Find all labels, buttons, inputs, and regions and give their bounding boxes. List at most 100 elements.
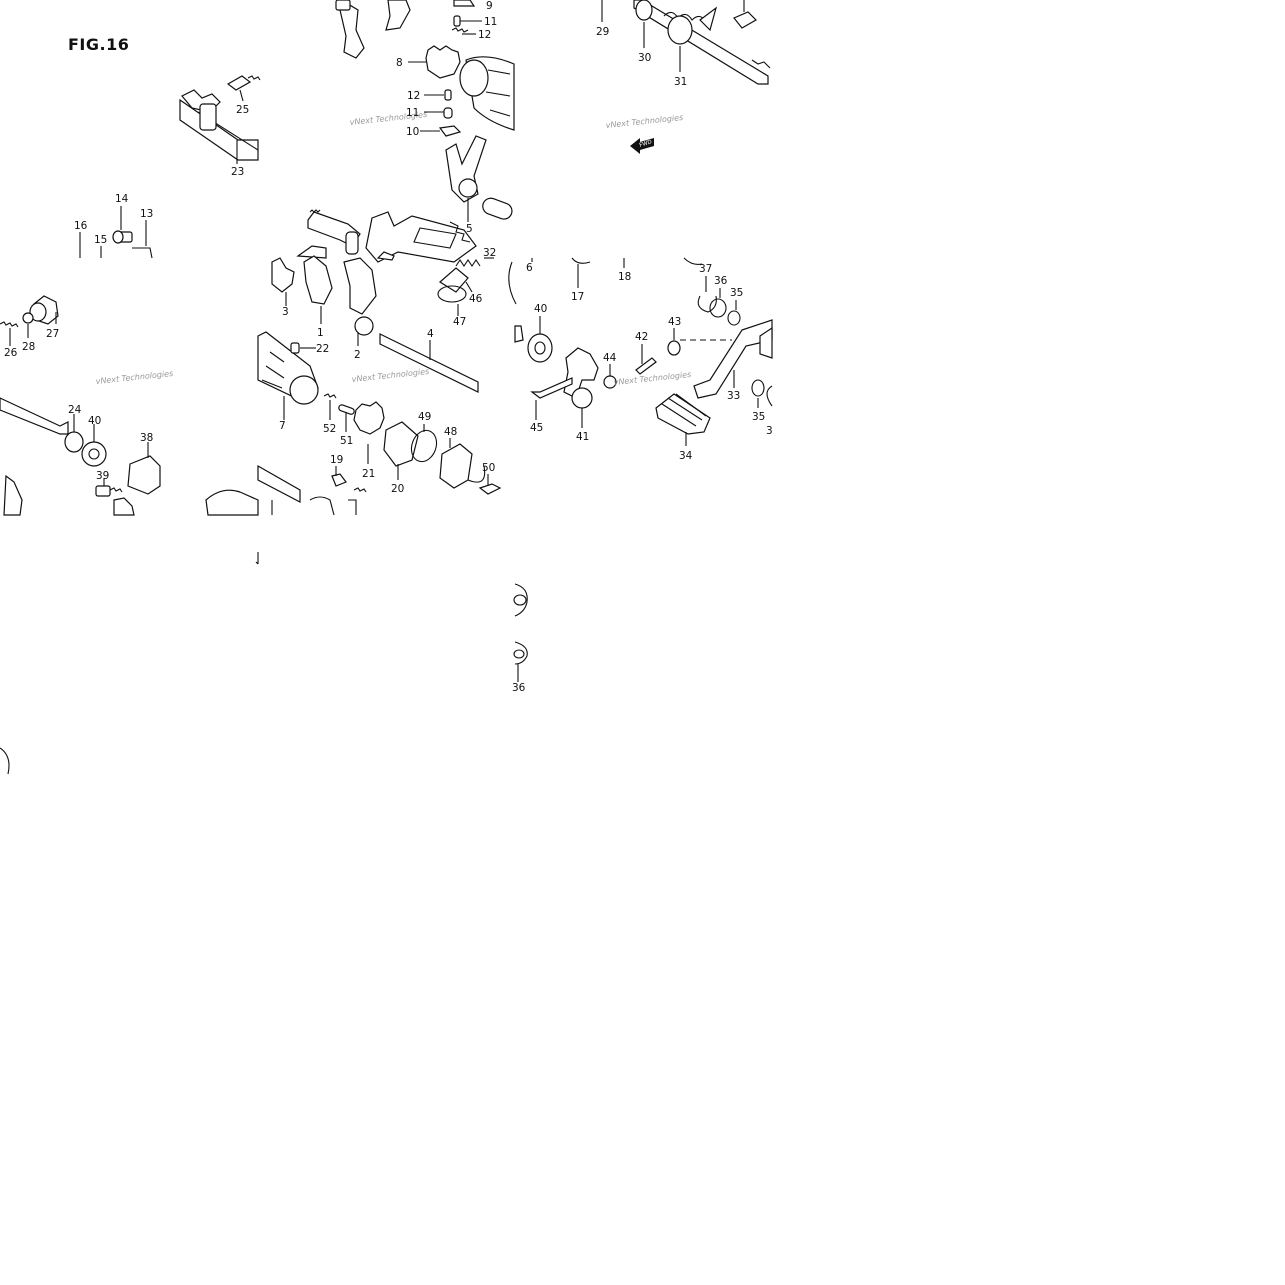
part-stopper-arm xyxy=(385,0,411,31)
label-part-17: 17 xyxy=(571,291,584,303)
label-part-40-left: 40 xyxy=(88,415,101,427)
part-33-pedal xyxy=(693,319,773,399)
part-5-fork xyxy=(445,135,487,222)
watermark-f: vNext Technologies xyxy=(613,370,691,387)
label-part-25: 25 xyxy=(236,104,249,116)
label-part-38: 38 xyxy=(140,432,153,444)
label-part-37: 37 xyxy=(699,263,712,275)
part-40-shaft xyxy=(0,397,69,435)
label-part-31: 31 xyxy=(674,76,687,88)
label-part-10: 10 xyxy=(406,126,419,138)
part-stopper-plate xyxy=(339,3,365,59)
label-part-44: 44 xyxy=(603,352,617,364)
label-part-39: 39 xyxy=(96,470,109,482)
label-part-48: 48 xyxy=(444,426,457,438)
part-47-oring xyxy=(437,285,467,303)
label-part-35-lower: 35 xyxy=(752,411,765,423)
label-part-52: 52 xyxy=(323,423,336,435)
figure-title: FIG.16 xyxy=(68,35,130,54)
fwd-arrow-icon xyxy=(630,138,654,154)
label-part-35: 35 xyxy=(730,287,743,299)
part-49-ring xyxy=(410,429,438,463)
label-part-23: 23 xyxy=(231,166,244,178)
label-part-45: 45 xyxy=(530,422,543,434)
part-3-lever xyxy=(271,257,295,293)
label-part-24: 24 xyxy=(68,404,82,416)
label-part-32: 32 xyxy=(483,247,496,259)
part-45-bolt xyxy=(530,377,573,399)
part-42-pin xyxy=(635,357,657,375)
part-cam-drum xyxy=(459,56,515,131)
label-part-28: 28 xyxy=(22,341,35,353)
part-2-arm xyxy=(343,257,377,315)
label-part-8: 8 xyxy=(396,57,403,69)
label-part-46: 46 xyxy=(469,293,483,305)
part-38-bracket xyxy=(127,455,161,495)
label-part-6: 6 xyxy=(526,262,533,274)
tile-fragments-lower: 36 xyxy=(0,552,528,775)
label-part-5: 5 xyxy=(466,223,473,235)
label-part-33: 33 xyxy=(727,390,740,402)
label-part-18: 18 xyxy=(618,271,631,283)
label-part-2: 2 xyxy=(354,349,361,361)
part-32-spring xyxy=(455,259,481,267)
label-part-11-mid: 11 xyxy=(406,107,419,119)
label-part-1: 1 xyxy=(317,327,324,339)
tile-top-center: vNext Technologies 9 11 12 8 12 11 10 5 … xyxy=(296,0,515,267)
label-part-9: 9 xyxy=(486,0,493,12)
part-40-bearing xyxy=(527,333,553,363)
tile-top-right: FWD vNext Technologies 29 30 31 xyxy=(596,0,771,154)
label-part-16: 16 xyxy=(74,220,88,232)
label-part-27: 27 xyxy=(46,328,59,340)
label-part-36: 36 xyxy=(714,275,728,287)
part-29-31-shaft xyxy=(601,0,771,85)
fwd-badge: FWD xyxy=(639,139,653,149)
label-part-50: 50 xyxy=(482,462,495,474)
watermark-c: vNext Technologies xyxy=(605,113,683,130)
part-48-cover xyxy=(439,443,473,489)
label-part-26: 26 xyxy=(4,347,18,359)
label-part-34: 34 xyxy=(679,450,693,462)
label-part-41: 41 xyxy=(576,431,589,443)
label-part-11-top: 11 xyxy=(484,16,497,28)
label-part-29: 29 xyxy=(596,26,609,38)
label-part-20: 20 xyxy=(391,483,404,495)
label-part-13: 13 xyxy=(140,208,153,220)
label-part-42: 42 xyxy=(635,331,648,343)
watermark-d: vNext Technologies xyxy=(95,369,173,386)
label-part-12-top: 12 xyxy=(478,29,491,41)
part-fork-shaft xyxy=(482,197,513,220)
part-8-cam xyxy=(408,45,461,79)
part-25-pin xyxy=(226,75,261,102)
label-part-3: 3 xyxy=(282,306,289,318)
tile-middle-left: vNext Technologies 27 28 26 24 40 38 39 xyxy=(0,295,259,516)
label-part-51: 51 xyxy=(340,435,353,447)
label-part-36-lower: 36 xyxy=(512,682,526,694)
label-part-7: 7 xyxy=(279,420,286,432)
label-part-12-mid: 12 xyxy=(407,90,420,102)
label-part-49: 49 xyxy=(418,411,431,423)
label-part-3-cut: 3 xyxy=(766,425,773,437)
label-part-4: 4 xyxy=(427,328,434,340)
part-1-lever xyxy=(303,255,333,305)
tile-middle-right: vNext Technologies 6 17 18 40 41 45 44 4… xyxy=(508,257,773,462)
part-21-plate xyxy=(353,401,385,435)
label-part-15: 15 xyxy=(94,234,107,246)
label-part-30: 30 xyxy=(638,52,651,64)
part-4-rod xyxy=(379,333,479,393)
parts-13-16 xyxy=(79,206,153,259)
part-43-nut xyxy=(667,340,681,356)
part-34-rubber xyxy=(655,393,711,435)
watermark-e: vNext Technologies xyxy=(351,367,429,384)
label-part-47: 47 xyxy=(453,316,466,328)
part-gearshift-shaft xyxy=(296,209,477,263)
label-part-21: 21 xyxy=(362,468,375,480)
part-20-gear xyxy=(383,421,419,467)
part-7-drum xyxy=(257,331,319,420)
part-46-valve xyxy=(438,267,469,293)
label-part-14: 14 xyxy=(115,193,129,205)
tile-center: vNext Technologies 3 1 2 4 22 7 52 51 21… xyxy=(257,255,502,516)
label-part-19: 19 xyxy=(330,454,343,466)
